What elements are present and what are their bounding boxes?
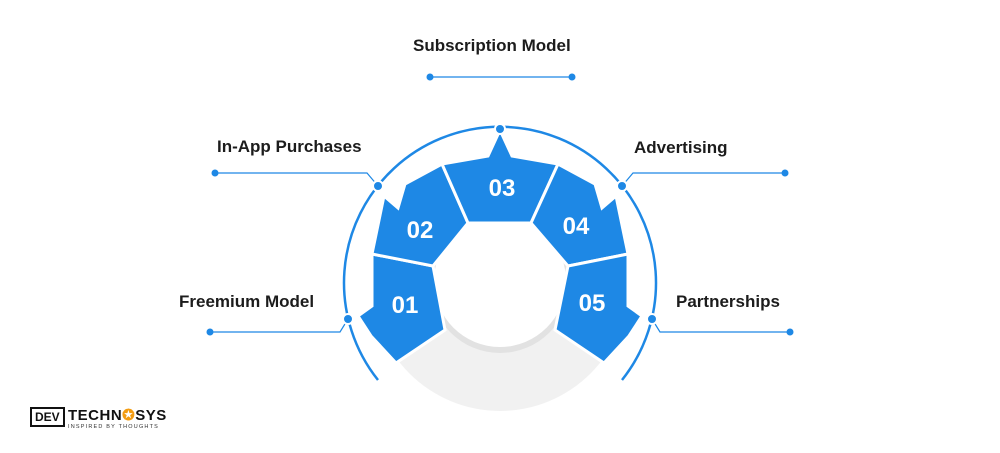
segment-02 [370,161,470,268]
logo-wordmark: TECHN✪SYS [68,406,167,424]
logo-word-left: TECHN [68,407,123,424]
logo-tagline: INSPIRED BY THOUGHTS [68,424,160,430]
segment-04 [529,161,630,268]
segment-03 [439,126,561,225]
label-subscription-model: Subscription Model [413,36,571,55]
logo-dev-mark: DEV [30,407,65,427]
label-partnerships: Partnerships [676,292,780,311]
connector-in-app [211,169,384,192]
label-freemium-model: Freemium Model [179,292,315,311]
segment-05 [553,252,645,365]
connector-freemium [206,313,354,336]
label-in-app-purchases: In-App Purchases [217,137,362,156]
segment-01 [355,252,447,365]
connector-top-dot [494,123,506,135]
label-advertising: Advertising [634,138,728,157]
segment-number-04: 04 [563,213,590,240]
connector-subscription [426,73,576,81]
segment-number-01: 01 [392,292,419,319]
segment-number-02: 02 [407,217,434,244]
inner-circle [434,215,566,347]
logo-word-right: SYS [135,407,167,424]
gear-icon: ✪ [122,407,136,424]
connector-partnerships [646,313,794,336]
segment-number-03: 03 [489,175,516,202]
segment-number-05: 05 [579,290,606,317]
devtechnosys-logo: DEV TECHN✪SYS INSPIRED BY THOUGHTS [30,406,167,432]
connector-advertising [616,169,789,192]
